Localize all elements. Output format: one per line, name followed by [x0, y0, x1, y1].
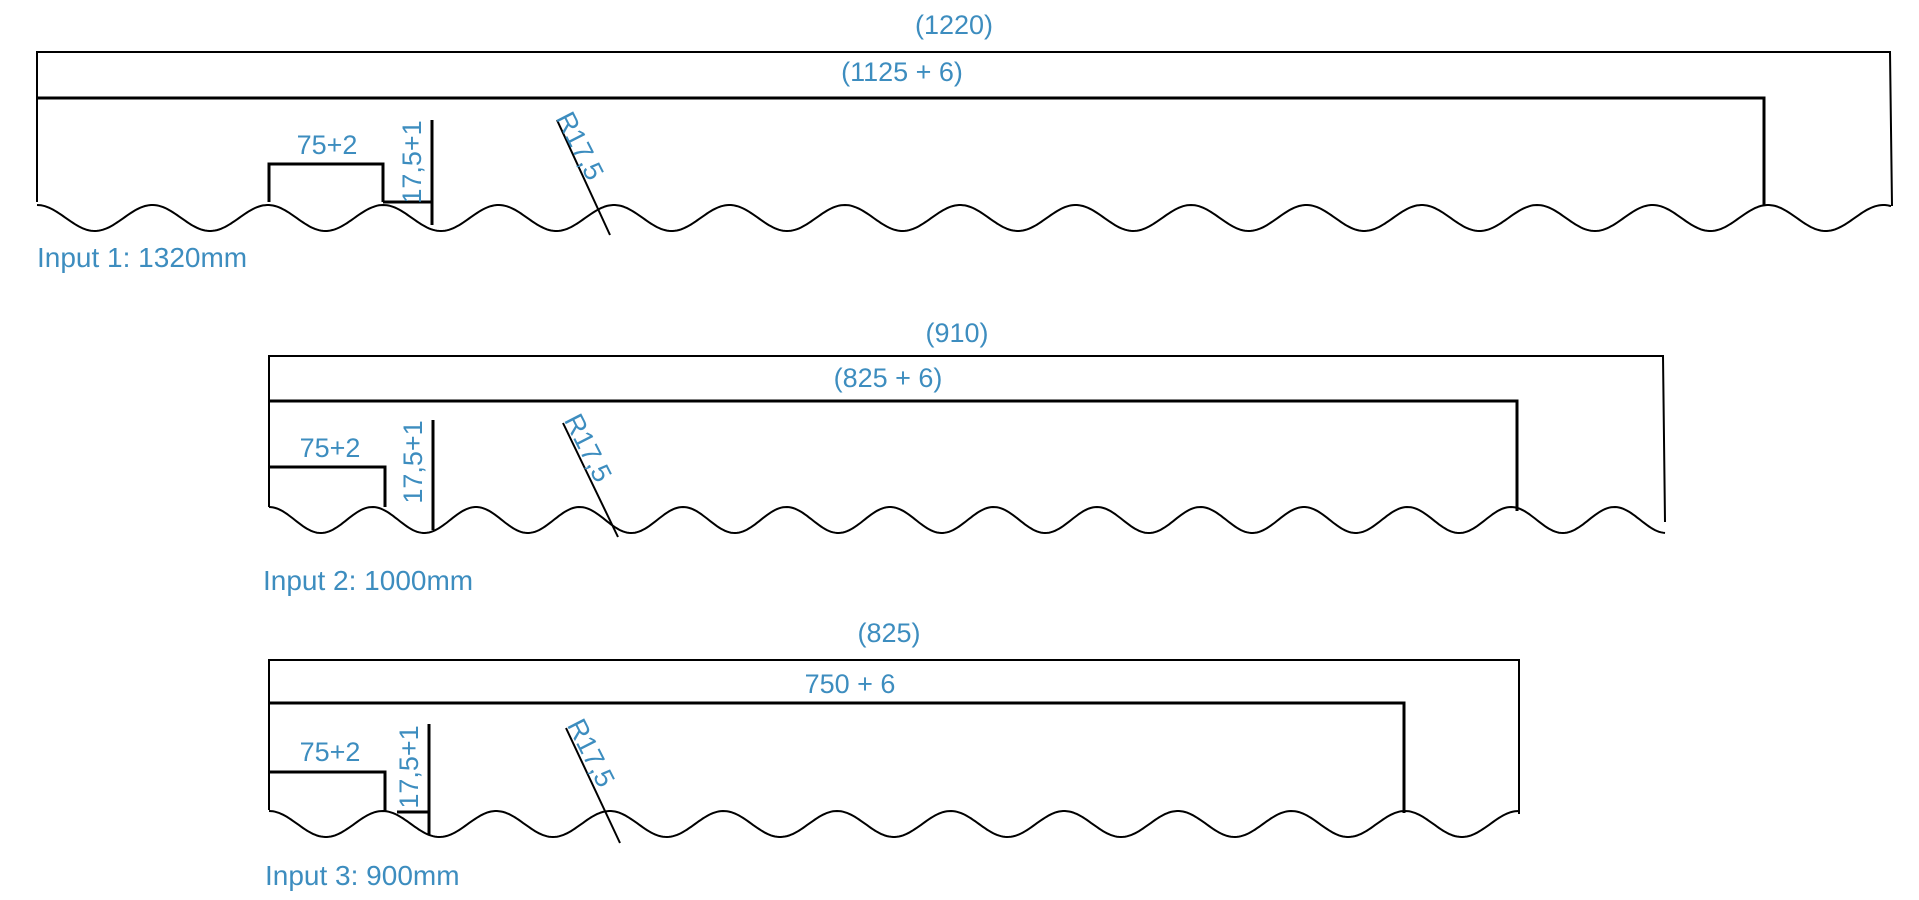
panel-2-outer-dimension: (910) — [925, 318, 988, 348]
panel-1-notch-width-label: 75+2 — [297, 130, 358, 160]
panel-1-input-label: Input 1: 1320mm — [37, 242, 247, 273]
panel-2-corrugated-edge — [268, 505, 1666, 535]
panel-3-radius-leader — [565, 727, 621, 844]
panel-3-height-marker — [397, 724, 431, 835]
panel-1-inner-line — [37, 96, 1766, 206]
panel-1-inner-dimension: (1125 + 6) — [841, 57, 963, 87]
panel-2-inner-line — [269, 399, 1519, 511]
panel-2-notch — [269, 465, 387, 507]
panel-1-notch-height-label: 17,5+1 — [397, 120, 427, 203]
panel-3-input-label: Input 3: 900mm — [265, 860, 460, 891]
panel-2-notch-height-label: 17,5+1 — [398, 420, 428, 503]
panel-3-notch-height-label: 17,5+1 — [394, 725, 424, 808]
panel-1: (1220) (1125 + 6) 75+2 17,5+1 R17,5 Inpu… — [36, 10, 1893, 273]
panel-3: (825) 750 + 6 75+2 17,5+1 R17,5 Input 3:… — [265, 618, 1520, 891]
panel-3-outer-dimension: (825) — [857, 618, 920, 648]
panel-2-radius-label: R17,5 — [558, 409, 617, 487]
panel-3-notch-width-label: 75+2 — [300, 737, 361, 767]
panel-2-notch-width-label: 75+2 — [300, 433, 361, 463]
panel-2-input-label: Input 2: 1000mm — [263, 565, 473, 596]
panel-1-radius-label: R17,5 — [550, 107, 609, 185]
panel-3-notch — [269, 770, 387, 811]
panel-3-inner-dimension: 750 + 6 — [805, 669, 896, 699]
panel-2: (910) (825 + 6) 75+2 17,5+1 R17,5 Input … — [263, 318, 1666, 596]
panel-1-outer-dimension: (1220) — [915, 10, 993, 40]
panel-3-inner-line — [269, 701, 1406, 813]
panel-2-radius-leader — [562, 422, 619, 538]
panel-1-corrugated-edge — [36, 203, 1892, 233]
panel-3-corrugated-edge — [268, 809, 1520, 839]
panel-2-outer-outline — [268, 355, 1666, 523]
panel-3-radius-label: R17,5 — [561, 714, 620, 792]
panel-1-radius-leader — [556, 119, 611, 236]
panel-1-notch — [267, 162, 385, 202]
panel-3-outer-outline — [268, 659, 1520, 814]
panel-1-outer-outline — [36, 51, 1893, 207]
panel-1-height-marker — [383, 120, 434, 225]
panel-2-inner-dimension: (825 + 6) — [834, 363, 943, 393]
